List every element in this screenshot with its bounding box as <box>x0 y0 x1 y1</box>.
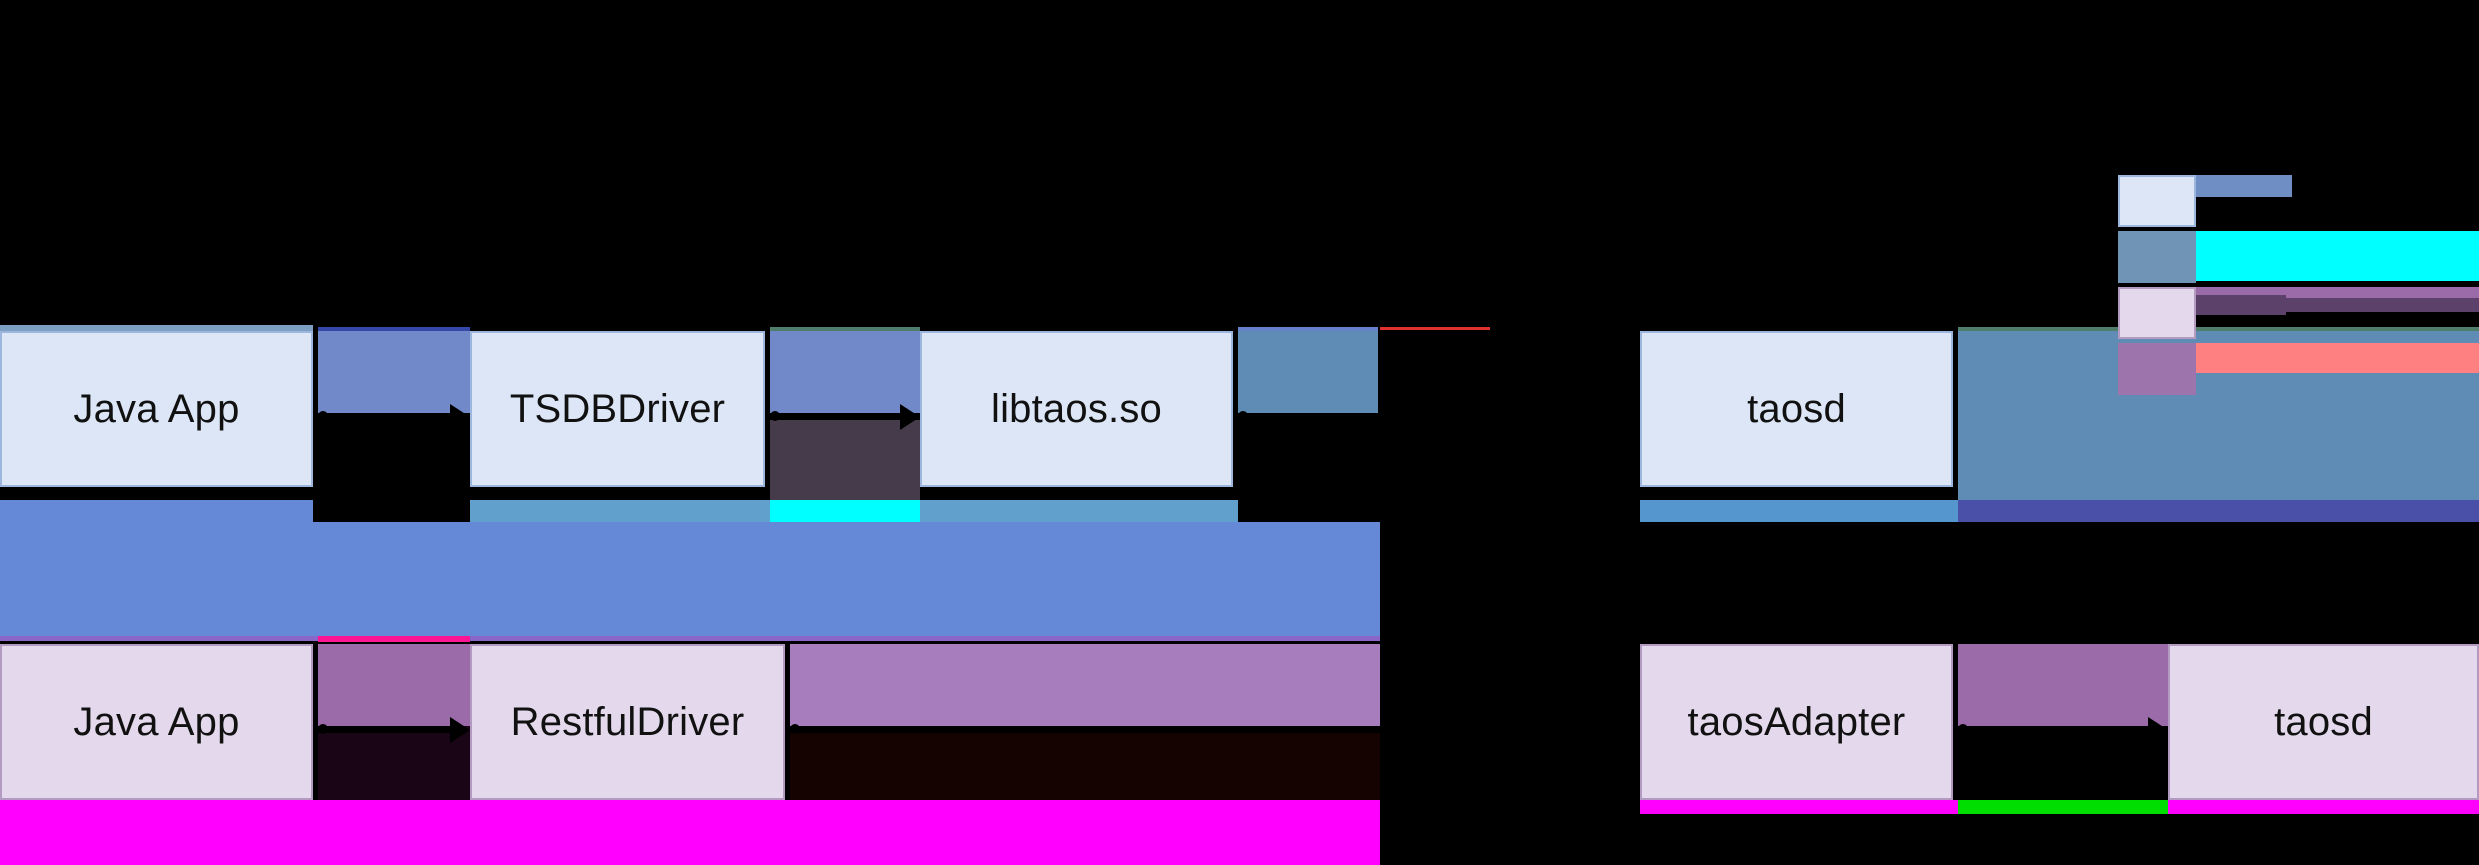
node-libtaos[interactable]: libtaos.so <box>920 331 1233 487</box>
node-label-libtaos: libtaos.so <box>991 387 1162 431</box>
legend-bar-dark-purple-2 <box>2286 298 2479 312</box>
legend-rest-node-swatch <box>2118 287 2196 339</box>
node-label-restfuldriver: RestfulDriver <box>510 700 745 744</box>
band-top-gap-2-fill <box>770 331 920 413</box>
restfuldriver-to-taosadapter-head <box>1620 717 1640 743</box>
node-taosd-native[interactable]: taosd <box>1640 331 1953 487</box>
node-label-taosd-native: taosd <box>1747 387 1846 431</box>
band-top-gap-1-fill <box>318 331 470 413</box>
java-to-tsdbdriver-head <box>450 404 470 430</box>
legend-native-link-swatch <box>2118 231 2196 283</box>
node-taosd-rest[interactable]: taosd <box>2168 644 2479 800</box>
band-taosd-rest-underline <box>2168 800 2479 814</box>
band-taosadapter-gap-green <box>1958 800 2168 814</box>
band-restful-right-dark <box>790 726 1380 800</box>
taosadapter-to-taosd-line <box>1958 726 2150 733</box>
band-taosd-right-indigo <box>1958 500 2479 522</box>
band-top-gap-2-hairline <box>770 327 920 331</box>
legend-rest-link-bar <box>2196 343 2479 373</box>
band-right-of-libtaos-hairline <box>1238 327 1378 331</box>
node-tsdbdriver[interactable]: TSDBDriver <box>470 331 765 487</box>
libtaos-to-taosd-line <box>1238 413 1622 420</box>
node-label-taosadapter: taosAdapter <box>1687 700 1906 744</box>
node-label-tsdbdriver: TSDBDriver <box>509 387 726 431</box>
java-to-tsdbdriver-line <box>318 413 452 420</box>
band-red-hairline <box>1380 327 1490 330</box>
band-bottom-magenta-slab <box>0 800 1380 865</box>
libtaos-to-taosd-head <box>1620 404 1640 430</box>
node-label-java-app-native: Java App <box>73 387 240 431</box>
legend-bar-dark-purple-1 <box>2196 295 2286 315</box>
band-libtaos-underline <box>920 500 1238 522</box>
legend-native-node-bar <box>2196 175 2292 197</box>
legend-rest-node[interactable] <box>2118 287 2210 339</box>
band-mid-blue-hairline <box>0 636 1380 641</box>
band-taosadapter-underline <box>1640 800 1958 814</box>
band-mid-magenta-hairline <box>318 636 470 642</box>
band-mid-blue-slab <box>0 522 1380 640</box>
node-label-java-app-rest: Java App <box>73 700 240 744</box>
node-java-app-native[interactable]: Java App <box>0 331 313 487</box>
legend-rest-link[interactable] <box>2118 343 2210 395</box>
legend-native-node[interactable] <box>2118 175 2210 227</box>
java-to-restfuldriver-line <box>318 726 452 733</box>
band-tsdbdriver-underline <box>470 500 770 522</box>
band-taosadapter-gap-purple <box>1958 644 2168 726</box>
band-top-gap-1-hairline <box>318 327 470 331</box>
node-java-app-rest[interactable]: Java App <box>0 644 313 800</box>
node-label-taosd-rest: taosd <box>2274 700 2373 744</box>
legend-rest-link-swatch <box>2118 343 2196 395</box>
band-restful-right-purple <box>790 644 1380 726</box>
band-top-gap-2-dark <box>770 420 920 500</box>
legend-native-link[interactable] <box>2118 231 2210 283</box>
band-right-of-libtaos <box>1238 331 1378 413</box>
legend-native-link-bar <box>2196 231 2479 281</box>
band-taosd-right-hairline <box>1958 327 2479 331</box>
tsdbdriver-to-libtaos-head <box>900 404 920 430</box>
taosadapter-to-taosd-head <box>2148 717 2168 743</box>
tsdbdriver-to-libtaos-line <box>770 413 902 420</box>
node-restfuldriver[interactable]: RestfulDriver <box>470 644 785 800</box>
legend-native-node-swatch <box>2118 175 2196 227</box>
band-javaapp-underline <box>0 500 313 522</box>
restfuldriver-to-taosadapter-line <box>790 726 1622 733</box>
band-top-gap-2-cyan <box>770 500 920 522</box>
band-bottom-gap-1-dark <box>318 726 470 800</box>
band-top-row-hairline-blue <box>0 325 313 331</box>
band-bottom-gap-1-fill <box>318 644 470 726</box>
java-to-restfuldriver-head <box>450 717 470 743</box>
node-taosadapter[interactable]: taosAdapter <box>1640 644 1953 800</box>
band-taosd-underline <box>1640 500 1958 522</box>
band-taosadapter-gap-dark <box>1958 726 2168 800</box>
